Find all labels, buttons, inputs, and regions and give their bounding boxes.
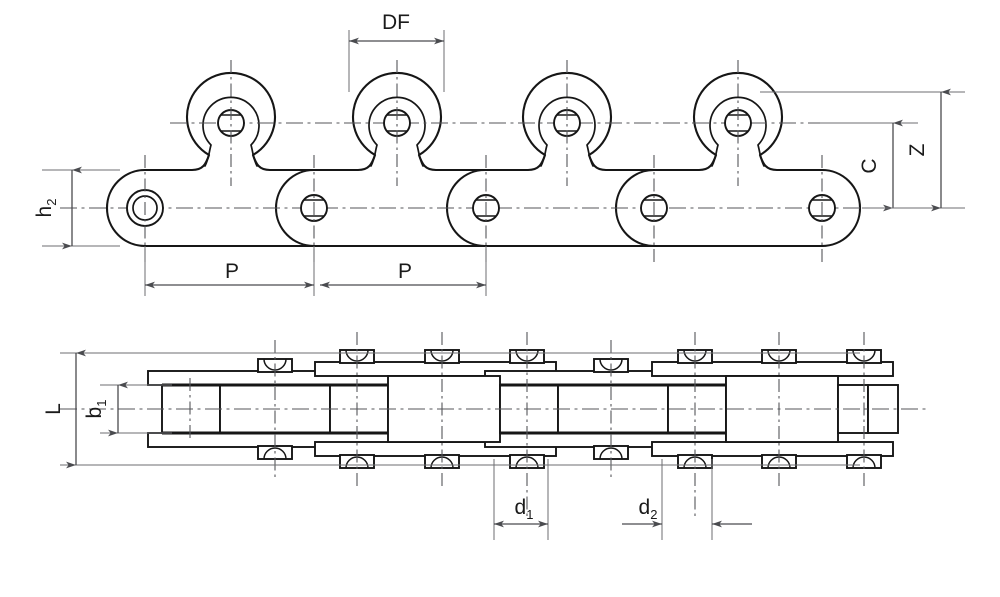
dimension-label-Z: Z: [906, 143, 929, 156]
outer-plate-rail-bottom-far-right: [651, 441, 894, 457]
outer-plate-rail-top-far-right: [651, 361, 894, 377]
attachment-hole-1: [217, 60, 245, 186]
dimension-label-d1: d1: [515, 496, 534, 522]
attachment-hole-3: [553, 60, 581, 186]
attachment-ear-inner-arc-4: [709, 96, 767, 167]
dimension-DF: DF: [348, 11, 445, 92]
pin-hole-5: [808, 155, 836, 262]
dimension-label-b1: b1: [83, 400, 109, 419]
dimension-L: L: [42, 349, 860, 469]
plan-station-centerlines: [189, 332, 865, 520]
plan-view: L b1 d1 d2: [42, 332, 930, 540]
dimension-b1: b1: [83, 381, 172, 437]
dimension-Z: Z: [760, 88, 965, 212]
dimension-label-P-2: P: [398, 260, 412, 283]
attachment-hole-2: [383, 60, 411, 186]
pin-hole-4: [640, 155, 668, 262]
pin-hole-3: [472, 155, 500, 262]
attachment-hole-4: [724, 60, 752, 186]
dimension-d1: d1: [493, 459, 549, 540]
dimension-label-d2: d2: [639, 496, 658, 522]
attachment-ear-inner-arc-1: [202, 96, 260, 167]
attachment-ear-inner-arc-2: [368, 96, 426, 167]
side-elevation-view: DF h2 C Z P: [33, 11, 965, 296]
bushing-hole-1: [126, 155, 164, 262]
dimension-label-P-1: P: [225, 260, 239, 283]
dimension-P-2: P: [320, 246, 487, 296]
dimension-h2: h2: [33, 166, 120, 250]
dimension-d2: d2: [622, 459, 752, 540]
dimension-P-1: P: [144, 246, 315, 296]
dimension-label-h2: h2: [33, 199, 59, 218]
attachment-ear-inner-arc-3: [538, 96, 596, 167]
dimension-label-C: C: [858, 158, 881, 173]
dimension-label-L: L: [42, 403, 65, 415]
pin-hole-2: [300, 155, 328, 262]
dimension-label-DF: DF: [382, 11, 410, 34]
